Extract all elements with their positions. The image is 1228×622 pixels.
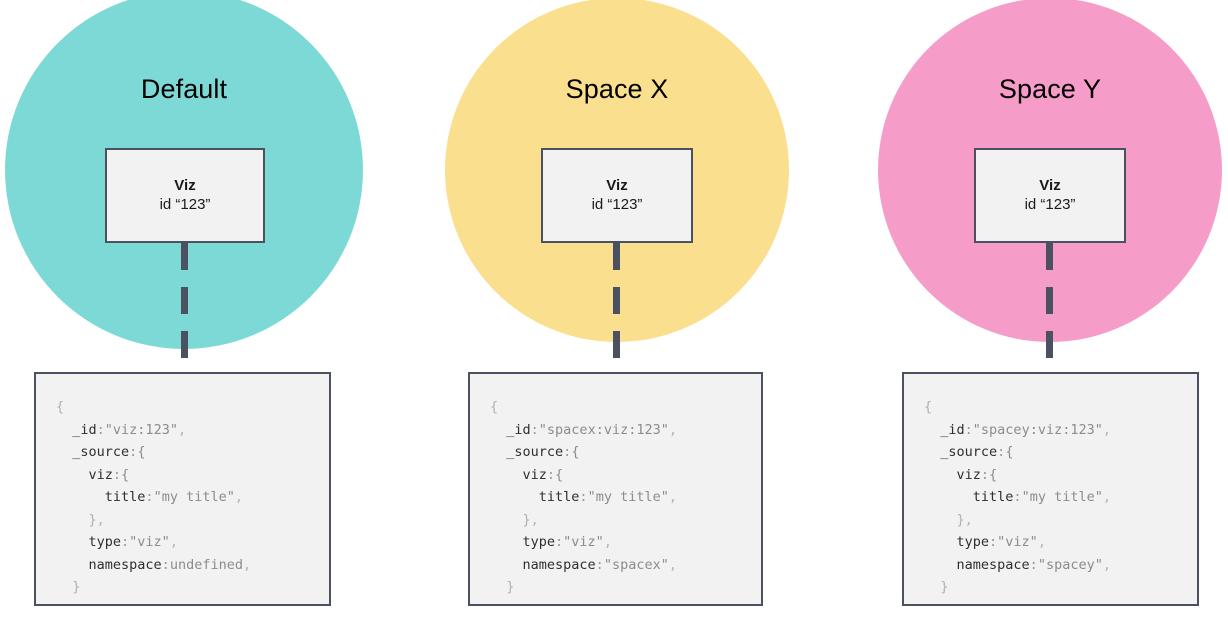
viz-node-id: id “123” [1024,196,1076,213]
json-line-3: title:"my title", [972,489,1111,505]
json-line-3: title:"my title", [104,489,243,505]
viz-node-id: id “123” [591,196,643,213]
connector-dash [613,287,620,314]
json-line-6: namespace:undefined, [88,556,252,573]
json-line-3: title:"my title", [538,489,677,505]
connector-line-default [181,243,188,372]
document-panel-default: { _id:"viz:123", _source:{ viz:{ title:"… [34,372,331,606]
json-line-5: type:"viz", [522,534,612,550]
json-close-brace: } [490,599,677,605]
viz-node-default[interactable]: Viz id “123” [105,148,265,243]
json-line-0: _id:"spacex:viz:123", [506,421,677,438]
json-open-brace: { [490,399,499,415]
json-line-4: }, [956,511,973,528]
connector-dash [1046,243,1053,270]
viz-node-spacey[interactable]: Viz id “123” [974,148,1126,243]
document-json-spacex: { _id:"spacex:viz:123", _source:{ viz:{ … [490,396,677,605]
json-line-0: _id:"viz:123", [72,421,187,438]
connector-line-spacey [1046,243,1053,372]
json-line-2: viz:{ [88,466,130,483]
json-line-0: _id:"spacey:viz:123", [940,421,1111,438]
document-panel-spacex: { _id:"spacex:viz:123", _source:{ viz:{ … [468,372,763,606]
document-panel-spacey: { _id:"spacey:viz:123", _source:{ viz:{ … [902,372,1199,606]
space-title-spacey: Space Y [998,74,1102,104]
json-line-2: viz:{ [522,466,564,483]
connector-dash [181,331,188,358]
connector-dash [613,243,620,270]
json-line-6: namespace:"spacex", [522,556,677,573]
document-json-default: { _id:"viz:123", _source:{ viz:{ title:"… [56,396,252,605]
json-line-4: }, [522,511,539,528]
json-line-1: _source:{ [72,444,146,460]
document-json-spacey: { _id:"spacey:viz:123", _source:{ viz:{ … [924,396,1111,605]
json-line-4: }, [88,511,105,528]
space-title-spacex: Space X [565,74,669,104]
viz-node-id: id “123” [159,196,211,213]
json-line-2: viz:{ [956,466,998,483]
json-open-brace: { [56,399,65,415]
json-close-brace: } [56,599,251,605]
connector-dash [1046,331,1053,358]
json-close-brace: } [924,599,1111,605]
connector-line-spacex [613,243,620,372]
json-line-6: namespace:"spacey", [956,556,1111,573]
viz-node-label: Viz [1039,177,1061,194]
viz-node-spacex[interactable]: Viz id “123” [541,148,693,243]
connector-dash [613,331,620,358]
json-line-7: } [940,579,949,595]
json-line-1: _source:{ [940,444,1014,460]
json-line-1: _source:{ [506,444,580,460]
space-title-default: Default [140,74,228,104]
viz-node-label: Viz [174,177,196,194]
json-line-5: type:"viz", [956,534,1046,550]
json-open-brace: { [924,399,933,415]
connector-dash [181,287,188,314]
connector-dash [1046,287,1053,314]
json-line-5: type:"viz", [88,534,178,550]
json-line-7: } [72,579,81,595]
json-line-7: } [506,579,515,595]
connector-dash [181,243,188,270]
viz-node-label: Viz [606,177,628,194]
